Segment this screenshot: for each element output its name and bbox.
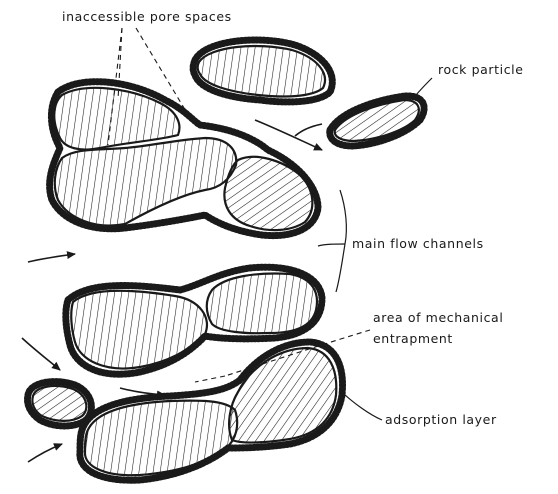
leader-main-flow-1	[340, 190, 346, 244]
grain-lower-left	[71, 291, 207, 369]
leader-main-flow-3	[336, 244, 345, 292]
leader-entrapment-2	[195, 376, 225, 382]
grain-top-center	[193, 40, 332, 102]
flow-arrow-top-branch	[295, 124, 322, 136]
label-adsorption-layer: adsorption layer	[385, 412, 497, 427]
grain-bottom-left	[85, 401, 237, 476]
label-main-flow-channels: main flow channels	[352, 236, 484, 251]
rock-particle	[330, 96, 424, 146]
label-area-line-2: entrapment	[373, 331, 453, 346]
label-area-line-1: area of mechanical	[373, 310, 503, 325]
flow-arrow-left-middle	[28, 254, 75, 262]
flow-arrow-bottom-center	[120, 388, 165, 395]
label-inaccessible-pore-spaces: inaccessible pore spaces	[62, 9, 232, 24]
label-rock-particle: rock particle	[438, 62, 524, 77]
grain-rock-particle	[335, 100, 419, 141]
grain-lower-right	[207, 274, 317, 334]
leader-main-flow-2	[318, 244, 345, 246]
grain-upper-middle	[55, 138, 236, 226]
grain-small	[32, 386, 86, 421]
leader-adsorption	[342, 392, 382, 420]
flow-arrow-bottom-left	[28, 444, 62, 462]
grain-small-left	[28, 382, 92, 426]
flow-arrow-left-lower	[22, 338, 60, 370]
